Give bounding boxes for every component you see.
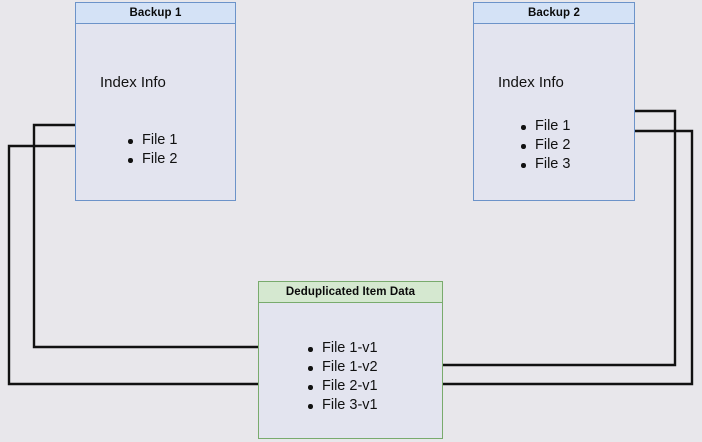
- node-deduplicated-item-data-title: Deduplicated Item Data: [259, 282, 442, 303]
- backup-2-file-item[interactable]: File 1: [518, 117, 570, 136]
- backup-1-index-info-label: Index Info: [100, 74, 166, 91]
- deduplicated-item[interactable]: File 2-v1: [305, 377, 378, 396]
- node-backup-2-body: Index Info File 1 File 2 File 3: [474, 24, 634, 200]
- backup-1-file-item[interactable]: File 2: [125, 150, 177, 169]
- node-backup-1-title: Backup 1: [76, 3, 235, 24]
- deduplicated-item[interactable]: File 1-v2: [305, 358, 378, 377]
- node-deduplicated-item-data[interactable]: Deduplicated Item Data File 1-v1 File 1-…: [258, 281, 443, 439]
- deduplicated-item[interactable]: File 1-v1: [305, 339, 378, 358]
- backup-1-file-list: File 1 File 2: [125, 131, 177, 169]
- node-backup-1-body: Index Info File 1 File 2: [76, 24, 235, 200]
- backup-2-file-item[interactable]: File 3: [518, 155, 570, 174]
- backup-2-index-info-label: Index Info: [498, 74, 564, 91]
- backup-1-file-item[interactable]: File 1: [125, 131, 177, 150]
- deduplicated-item[interactable]: File 3-v1: [305, 396, 378, 415]
- backup-2-file-item[interactable]: File 2: [518, 136, 570, 155]
- node-deduplicated-item-data-body: File 1-v1 File 1-v2 File 2-v1 File 3-v1: [259, 303, 442, 438]
- backup-2-file-list: File 1 File 2 File 3: [518, 117, 570, 174]
- node-backup-2[interactable]: Backup 2 Index Info File 1 File 2 File 3: [473, 2, 635, 201]
- node-backup-1[interactable]: Backup 1 Index Info File 1 File 2: [75, 2, 236, 201]
- deduplicated-item-list: File 1-v1 File 1-v2 File 2-v1 File 3-v1: [305, 339, 378, 415]
- node-backup-2-title: Backup 2: [474, 3, 634, 24]
